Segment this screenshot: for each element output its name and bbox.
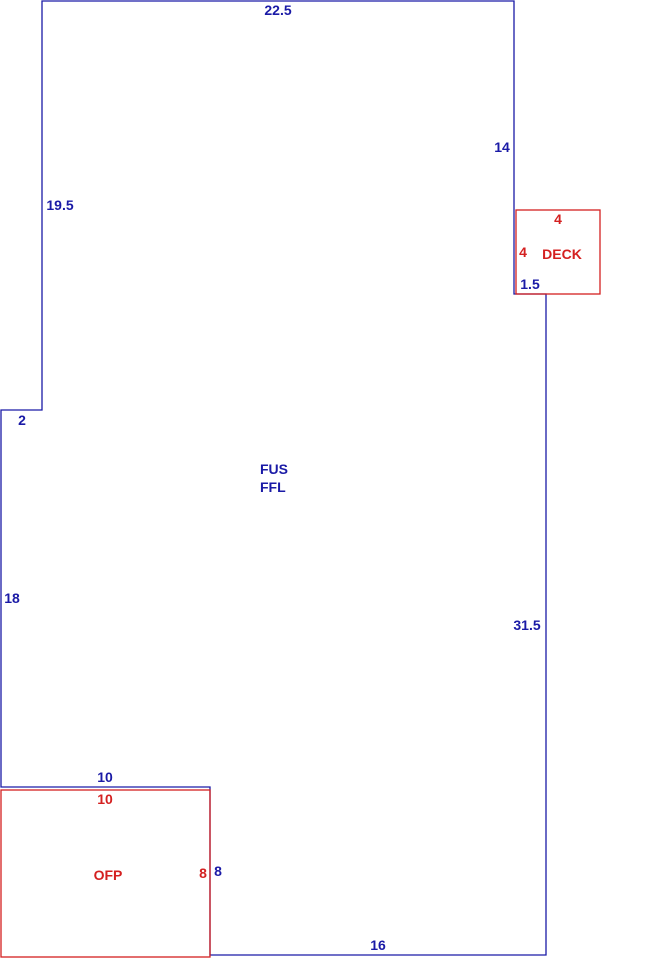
- dim-step: 2: [18, 412, 26, 428]
- main-area-label-line2: FFL: [260, 479, 286, 495]
- dim-left-upper: 19.5: [46, 197, 73, 213]
- dim-ofp-right: 8: [214, 863, 222, 879]
- ofp-depth-label: 8: [199, 865, 207, 881]
- ofp-outline: [0, 789, 211, 958]
- dim-ofp-top: 10: [97, 769, 113, 785]
- deck-depth-label: 4: [519, 244, 527, 260]
- dim-right-lower: 31.5: [513, 617, 540, 633]
- ofp-width-label: 10: [97, 791, 113, 807]
- dim-top: 22.5: [264, 2, 291, 18]
- deck-label: DECK: [542, 246, 582, 262]
- ofp-label: OFP: [94, 867, 123, 883]
- dim-bottom: 16: [370, 937, 386, 953]
- dim-left-lower: 18: [4, 590, 20, 606]
- deck-outline: [515, 209, 601, 295]
- main-area-label-line1: FUS: [260, 461, 288, 477]
- dim-right-upper: 14: [494, 139, 510, 155]
- deck-width-label: 4: [554, 211, 562, 227]
- dim-deck-step: 1.5: [520, 276, 540, 292]
- main-area-outline: [0, 0, 547, 956]
